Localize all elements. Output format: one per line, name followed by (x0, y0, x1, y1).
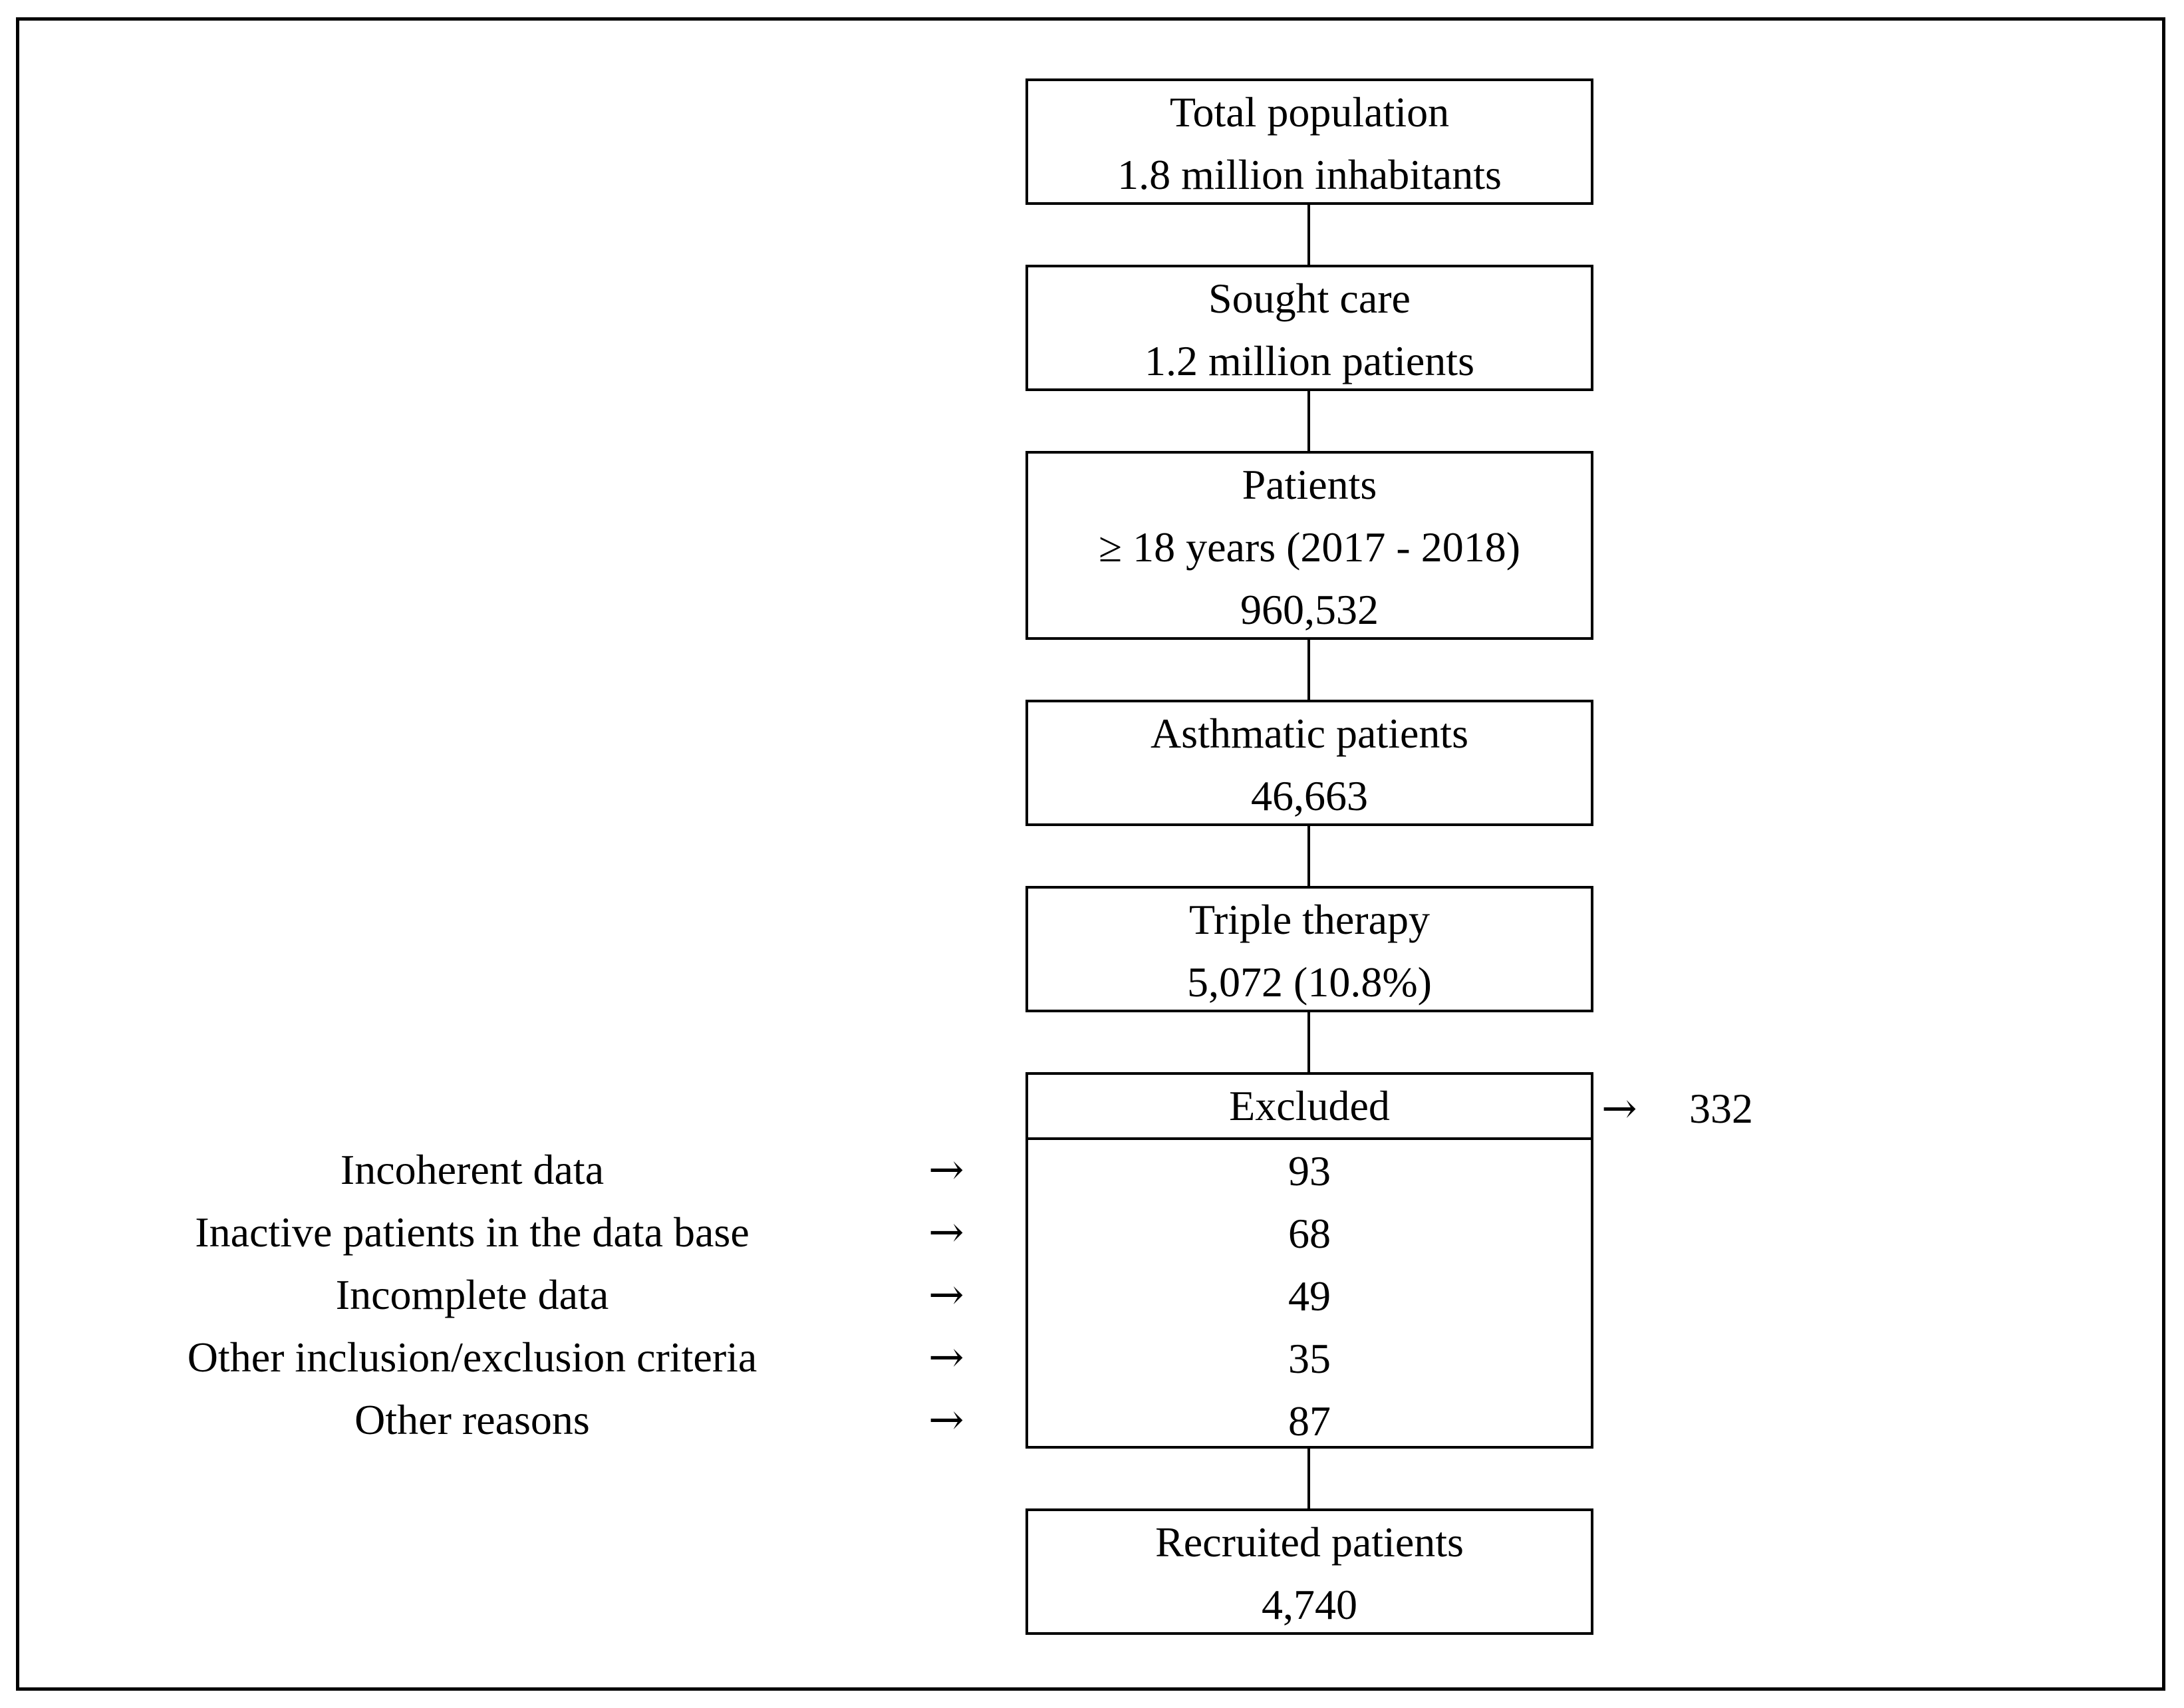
sought-care-label: Sought care (1208, 275, 1411, 322)
reason-inactive-patients: Inactive patients in the data base (195, 1209, 750, 1256)
excluded-count-inactive: 68 (1288, 1210, 1331, 1257)
triple-therapy-box: Triple therapy 5,072 (10.8%) (1025, 886, 1593, 1012)
adult-patients-criteria: ≥ 18 years (2017 - 2018) (1098, 523, 1521, 571)
reason-arrow-1: → (928, 1145, 964, 1195)
total-population-box: Total population 1.8 million inhabitants (1025, 78, 1593, 205)
connector-1 (1307, 205, 1310, 265)
total-population-label: Total population (1169, 88, 1450, 136)
excluded-box: Excluded 93 68 49 35 87 (1025, 1072, 1593, 1449)
triple-therapy-value: 5,072 (10.8%) (1187, 958, 1432, 1006)
reason-arrow-5: → (928, 1395, 964, 1445)
connector-6 (1307, 1449, 1310, 1508)
excluded-total-arrow: → (1601, 1084, 1637, 1133)
reason-other-criteria: Other inclusion/exclusion criteria (187, 1334, 757, 1381)
diagram-frame (16, 17, 2165, 1691)
reason-incomplete-data: Incomplete data (335, 1271, 609, 1318)
recruited-patients-label: Recruited patients (1155, 1518, 1464, 1566)
connector-3 (1307, 640, 1310, 700)
reason-arrow-4: → (928, 1333, 964, 1382)
connector-4 (1307, 826, 1310, 886)
excluded-count-other-reasons: 87 (1288, 1397, 1331, 1445)
excluded-count-incoherent: 93 (1288, 1147, 1331, 1195)
asthmatic-patients-label: Asthmatic patients (1150, 710, 1469, 757)
connector-5 (1307, 1012, 1310, 1072)
sought-care-value: 1.2 million patients (1145, 337, 1474, 384)
reason-arrow-2: → (928, 1208, 964, 1257)
total-population-value: 1.8 million inhabitants (1117, 151, 1502, 198)
reason-other-reasons: Other reasons (354, 1396, 590, 1443)
reason-arrow-3: → (928, 1270, 964, 1320)
recruited-patients-value: 4,740 (1262, 1581, 1357, 1628)
connector-2 (1307, 391, 1310, 451)
recruited-patients-box: Recruited patients 4,740 (1025, 1508, 1593, 1635)
excluded-count-other-criteria: 35 (1288, 1335, 1331, 1382)
adult-patients-value: 960,532 (1240, 586, 1379, 633)
excluded-total-value: 332 (1689, 1085, 1753, 1132)
sought-care-box: Sought care 1.2 million patients (1025, 265, 1593, 391)
reason-incoherent-data: Incoherent data (340, 1146, 605, 1193)
adult-patients-box: Patients ≥ 18 years (2017 - 2018) 960,53… (1025, 451, 1593, 640)
asthmatic-patients-value: 46,663 (1251, 772, 1368, 819)
excluded-count-incomplete: 49 (1288, 1272, 1331, 1320)
triple-therapy-label: Triple therapy (1188, 896, 1431, 943)
asthmatic-patients-box: Asthmatic patients 46,663 (1025, 700, 1593, 826)
adult-patients-label: Patients (1242, 461, 1377, 508)
excluded-title: Excluded (1028, 1075, 1591, 1140)
